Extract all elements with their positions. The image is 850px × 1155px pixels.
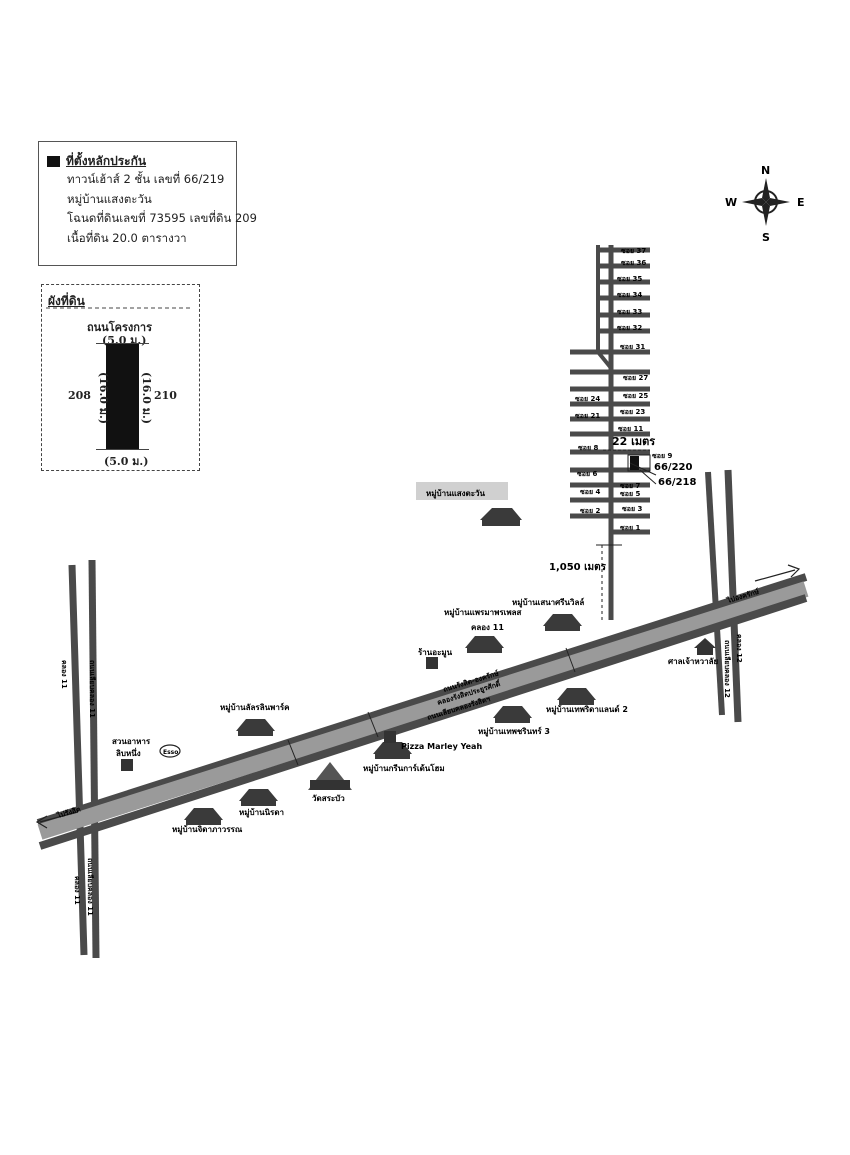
- upper-soi-labels: ซอย 37 ซอย 36 ซอย 35 ซอย 34 ซอย 33 ซอย 3…: [575, 247, 672, 532]
- esso-icon: [159, 744, 181, 758]
- info-line-deed: โฉนดที่ดินเลขที่ 73595 เลขที่ดิน 209: [67, 211, 257, 225]
- main-road-band: [36, 573, 809, 850]
- svg-text:ซอย 36: ซอย 36: [621, 259, 646, 267]
- label-pizza: Pizza Marley Yeah: [401, 742, 482, 751]
- svg-text:ซอย 25: ซอย 25: [623, 392, 648, 400]
- compass-s: S: [762, 231, 770, 244]
- khlong11-canal-line: [88, 559, 100, 959]
- svg-text:ซอย 4: ซอย 4: [580, 488, 600, 496]
- arrow-to-rangsit: [39, 811, 79, 823]
- svg-text:ซอย 1: ซอย 1: [620, 524, 640, 532]
- plot-right-neighbor: 210: [154, 389, 177, 402]
- plot-dashed-lines: [46, 307, 193, 309]
- road-label-khlong12-road: ถนนเลียบคลอง 12: [723, 640, 731, 698]
- label-greenhome: หมู่บ้านกรีนการ์เด้นโฮม: [363, 763, 445, 774]
- plot-diagram-box: [41, 284, 200, 471]
- road-label-khlong11-b: คลอง 11: [73, 876, 81, 905]
- collateral-title: ที่ตั้งหลักประกัน: [47, 152, 146, 171]
- info-line-village: หมู่บ้านแสงตะวัน: [67, 192, 152, 206]
- svg-text:ซอย 24: ซอย 24: [575, 395, 600, 403]
- esso-label: Esso: [163, 749, 178, 756]
- svg-text:ซอย 23: ซอย 23: [620, 408, 645, 416]
- label-thepsirin3: หมู่บ้านเทพชรินทร์ 3: [478, 726, 550, 737]
- compass-rose-icon: [742, 178, 790, 226]
- svg-text:ซอย 32: ซอย 32: [617, 324, 642, 332]
- saeng-tawan-label-bg: [416, 482, 508, 500]
- svg-text:ซอย 3: ซอย 3: [622, 505, 642, 513]
- arrow-to-ongkharak: [754, 569, 796, 582]
- plot-bottom-width: (5.0 ม.): [104, 455, 149, 468]
- road-label-khlong11-road-b: ถนนเลียบคลอง 11: [86, 858, 94, 916]
- svg-text:ซอย 34: ซอย 34: [617, 291, 642, 299]
- label-sena-wil: หมู่บ้านเสนาศรีนวิลล์: [512, 597, 584, 608]
- plot-bottom-line: [96, 449, 149, 450]
- road-label-khlong11-road: ถนนเลียบคลอง 11: [88, 660, 96, 718]
- khlong11-road-line: [68, 564, 88, 956]
- road-label-khlong12: คลอง 12: [735, 634, 743, 663]
- info-line-building: ทาวน์เฮ้าส์ 2 ชั้น เลขที่ 66/219: [67, 172, 225, 186]
- pizza-icon: [384, 731, 396, 743]
- svg-text:ซอย 9: ซอย 9: [652, 452, 672, 460]
- upper-soi-lines: [570, 247, 650, 535]
- svg-text:ซอย 8: ซอย 8: [578, 444, 598, 452]
- svg-text:ซอย 11: ซอย 11: [618, 425, 643, 433]
- svg-text:ซอย 31: ซอย 31: [620, 343, 645, 351]
- plot-top-line: [96, 343, 149, 344]
- plot-land-block: [106, 343, 139, 449]
- info-line-area: เนื้อที่ดิน 20.0 ตารางวา: [67, 231, 187, 245]
- label-lalin: หมู่บ้านลัลรลินพาร์ค: [220, 702, 289, 713]
- saeng-tawan-label: หมู่บ้านแสงตะวัน: [426, 488, 486, 499]
- svg-text:ซอย 6: ซอย 6: [577, 470, 597, 478]
- label-temple: วัดสระบัว: [312, 794, 345, 803]
- house-icons: [184, 508, 596, 825]
- label-thepsirin2: หมู่บ้านเทพริดาแลนด์ 2: [546, 704, 628, 715]
- svg-text:ซอย 33: ซอย 33: [617, 308, 642, 316]
- label-rinrada: หมู่บ้านนิรดา: [239, 807, 284, 818]
- restaurant-icon-2: [121, 759, 133, 771]
- svg-text:ซอย 35: ซอย 35: [617, 275, 642, 283]
- label-shrine: ศาลเจ้าหวาลัย: [668, 656, 719, 666]
- svg-text:ซอย 37: ซอย 37: [621, 247, 646, 255]
- compass-w: W: [725, 196, 737, 209]
- house-number-north: 66/220: [654, 462, 692, 473]
- svg-text:ซอย 27: ซอย 27: [623, 374, 648, 382]
- khlong12-canal-line: [724, 469, 742, 723]
- collateral-info-box: [38, 141, 237, 266]
- restaurant-icon: [426, 657, 438, 669]
- compass-e: E: [797, 196, 805, 209]
- khlong12-road-line: [705, 471, 725, 716]
- shrine-icon: [694, 638, 716, 655]
- entrance-distance-label: 1,050 เมตร: [549, 562, 607, 573]
- soi-distance-label: 22 เมตร: [612, 435, 655, 448]
- svg-text:ซอย 2: ซอย 2: [580, 507, 600, 515]
- label-ranchamun: ร้านอะมูน: [418, 647, 453, 658]
- compass-n: N: [761, 164, 770, 177]
- plot-title: ผังที่ดิน: [48, 294, 85, 308]
- road-label-khlong11: คลอง 11: [60, 660, 68, 689]
- legend-swatch: [47, 156, 60, 167]
- house-number-south: 66/218: [658, 477, 696, 488]
- label-phraemaphon: หมู่บ้านแพรมาพรเพลส: [444, 607, 522, 618]
- plot-road-name: ถนนโครงการ: [87, 321, 152, 334]
- label-khlong11-village: คลอง 11: [471, 623, 504, 632]
- subject-house-marker: [630, 456, 639, 470]
- label-suan-ahan-2: ลิบหนึ่ง: [116, 747, 141, 758]
- label-chidawan: หมู่บ้านจิดาภาวรรณ: [172, 824, 243, 835]
- svg-text:ซอย 7: ซอย 7: [620, 482, 640, 490]
- label-suan-ahan: สวนอาหาร: [112, 737, 151, 746]
- plot-left-neighbor: 208: [68, 389, 91, 402]
- temple-icon: [308, 762, 352, 790]
- svg-text:ซอย 5: ซอย 5: [620, 490, 640, 498]
- svg-text:ซอย 21: ซอย 21: [575, 412, 600, 420]
